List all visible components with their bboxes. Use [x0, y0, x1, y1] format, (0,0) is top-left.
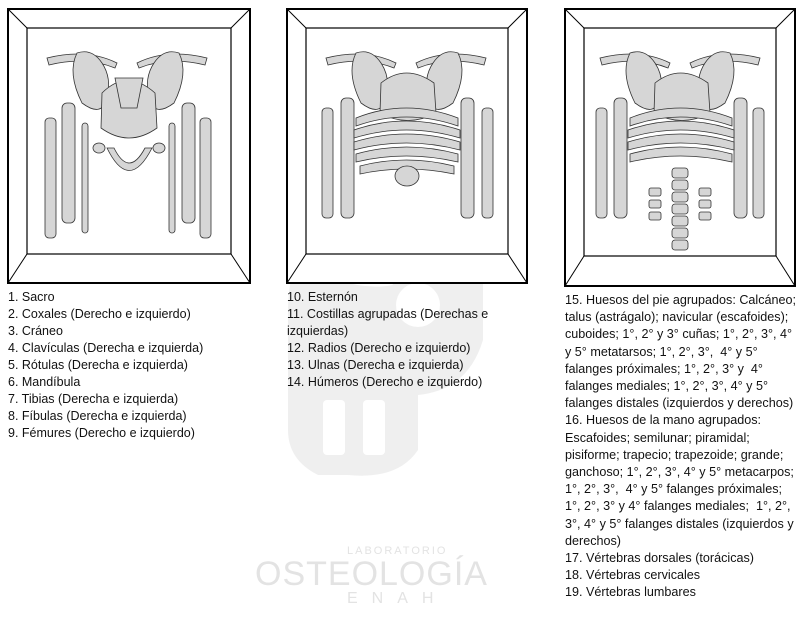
legend-item: 7. Tibias (Derecha e izquierda) — [8, 391, 278, 408]
legend-item: 18. Vértebras cervicales — [565, 567, 797, 584]
legend-item: 11. Costillas agrupadas (Derechas e izqu… — [287, 306, 527, 340]
watermark: LABORATORIO OSTEOLOGÍA ENAH — [255, 545, 545, 608]
legend-item: 2. Coxales (Derecho e izquierdo) — [8, 306, 278, 323]
legend-item: 5. Rótulas (Derecha e izquierda) — [8, 357, 278, 374]
legend-item: 12. Radios (Derecho e izquierdo) — [287, 340, 527, 357]
skeleton-panel-2 — [286, 8, 529, 285]
legend-item: 14. Húmeros (Derecho e izquierdo) — [287, 374, 527, 391]
watermark-line-2: OSTEOLOGÍA — [255, 555, 545, 594]
skeleton-panel-1 — [7, 8, 252, 285]
legend-item: 3. Cráneo — [8, 323, 278, 340]
legend-panel-1: 1. Sacro 2. Coxales (Derecho e izquierdo… — [8, 289, 278, 442]
legend-item: 8. Fíbulas (Derecha e izquierda) — [8, 408, 278, 425]
legend-item: 10. Esternón — [287, 289, 527, 306]
legend-item: 19. Vértebras lumbares — [565, 584, 797, 601]
legend-item: 15. Huesos del pie agrupados: Calcáneo; … — [565, 292, 797, 412]
legend-item: 4. Clavículas (Derecha e izquierda) — [8, 340, 278, 357]
legend-item: 1. Sacro — [8, 289, 278, 306]
legend-item: 13. Ulnas (Derecha e izquierda) — [287, 357, 527, 374]
legend-item: 16. Huesos de la mano agrupados: Escafoi… — [565, 412, 797, 550]
skeleton-panel-3 — [564, 8, 797, 288]
watermark-line-3: ENAH — [347, 590, 545, 608]
legend-item: 6. Mandíbula — [8, 374, 278, 391]
legend-panel-2: 10. Esternón 11. Costillas agrupadas (De… — [287, 289, 527, 391]
legend-item: 9. Fémures (Derecho e izquierdo) — [8, 425, 278, 442]
legend-item: 17. Vértebras dorsales (torácicas) — [565, 550, 797, 567]
legend-panel-3: 15. Huesos del pie agrupados: Calcáneo; … — [565, 292, 797, 602]
